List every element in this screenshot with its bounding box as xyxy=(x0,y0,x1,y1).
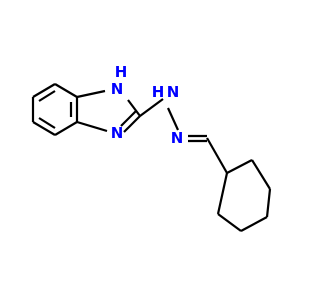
n1-h-label: H xyxy=(115,63,128,81)
cyclohexane-bond xyxy=(216,172,229,215)
n3-label: N xyxy=(111,124,124,142)
hydrazone-nh-label: N xyxy=(167,83,180,101)
imidazole-double-bond xyxy=(123,115,141,133)
c2-nh-bond xyxy=(139,98,164,117)
alkyl-bond xyxy=(206,137,228,174)
benzene-bond xyxy=(54,121,78,136)
imidazole-double-bond xyxy=(120,110,137,127)
benzene-bond xyxy=(32,83,56,98)
cyclohexane-bond xyxy=(265,188,272,218)
molecule-structure: H N N H N N xyxy=(31,63,272,232)
cyclohexane-bond xyxy=(251,159,271,190)
hydrazone-h-label: H xyxy=(152,83,165,101)
imidazole-bond xyxy=(76,120,108,133)
cyclohexane-bond xyxy=(217,213,242,232)
benzene-double-bond xyxy=(38,90,56,102)
n-n-bond xyxy=(166,107,180,131)
cyclohexane-bond xyxy=(240,216,268,232)
cyclohexane-bond xyxy=(226,159,253,174)
benzene-bond xyxy=(32,121,56,136)
imidazole-bond xyxy=(76,89,106,99)
imidazole-bond xyxy=(127,99,141,117)
imine-n-label: N xyxy=(171,129,184,147)
benzene-bond xyxy=(54,83,78,98)
n1-label: N xyxy=(111,80,124,98)
benzene-double-bond xyxy=(38,117,56,129)
